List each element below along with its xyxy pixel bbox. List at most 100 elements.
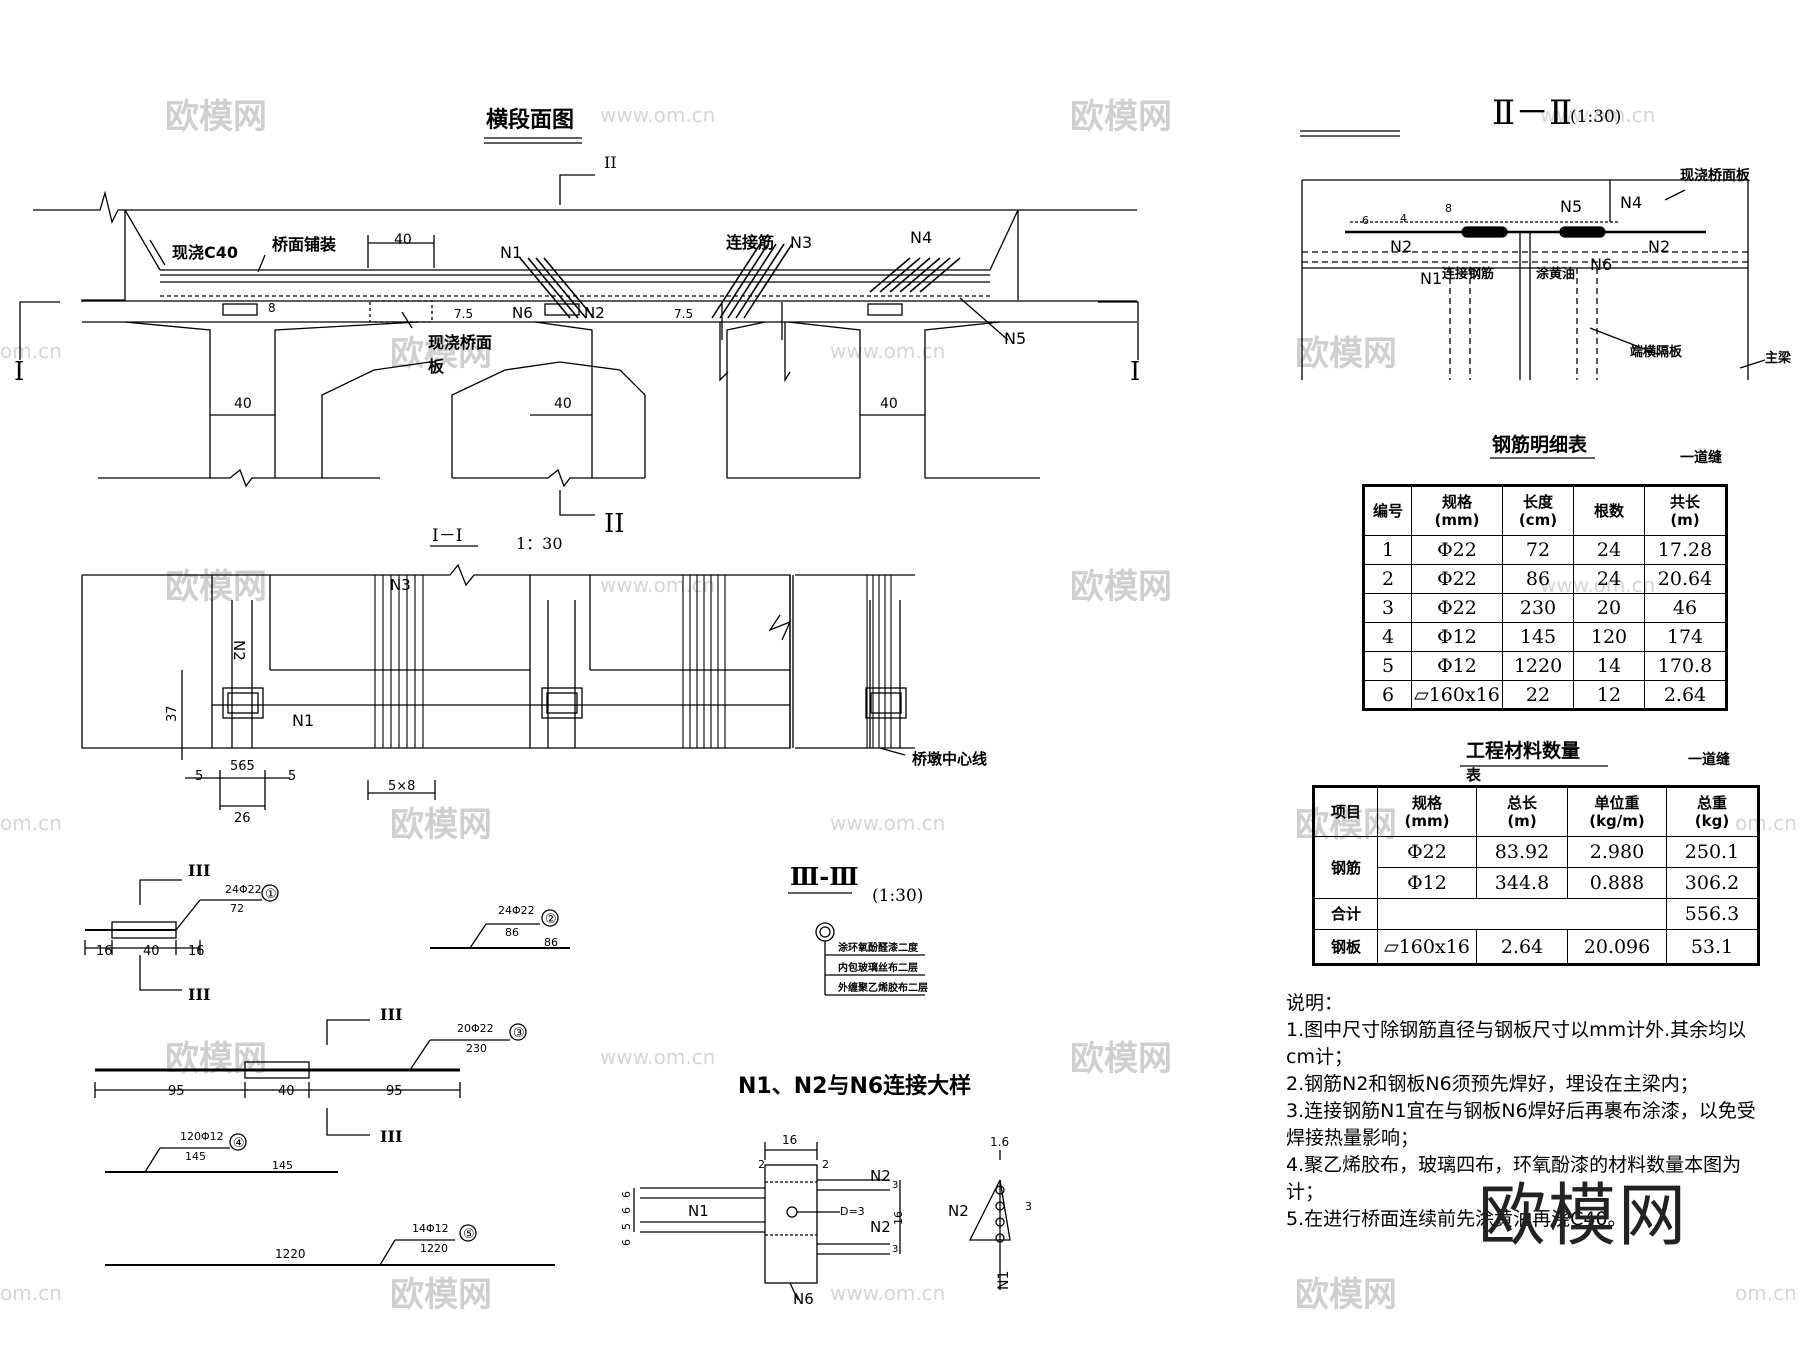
rebar-4-id: ④ bbox=[233, 1136, 245, 1151]
cell-plate-label: 钢板 bbox=[1313, 929, 1378, 965]
hdr-unit-weight: 单位重(kg/m) bbox=[1567, 786, 1667, 837]
cell: 46 bbox=[1644, 593, 1727, 623]
watermark-url: om.cn bbox=[0, 811, 62, 835]
rebar-2-base: 86 bbox=[544, 936, 558, 949]
note-item-2: 2.钢筋N2和钢板N6须预先焊好，埋设在主梁内； bbox=[1286, 1073, 1699, 1095]
dim-5x8: 5×8 bbox=[388, 779, 415, 794]
cell: 53.1 bbox=[1666, 929, 1759, 965]
hdr-item: 项目 bbox=[1313, 786, 1378, 837]
cell-total-label: 合计 bbox=[1313, 898, 1378, 930]
section-mark-I-right: I bbox=[1130, 357, 1140, 387]
section-II-scale: (1:30) bbox=[1570, 107, 1621, 127]
rebar-3-mark-top: III bbox=[380, 1005, 402, 1024]
cell: 170.8 bbox=[1644, 651, 1727, 681]
watermark-url: om.cn bbox=[1735, 1281, 1797, 1305]
section-II-title: Ⅱ－Ⅱ bbox=[1492, 93, 1572, 133]
note-item-1: 1.图中尺寸除钢筋直径与钢板尺寸以mm计外.其余均以cm计； bbox=[1286, 1019, 1747, 1068]
hdr-text: 项目 bbox=[1330, 803, 1361, 821]
hdr-length: 长度(cm) bbox=[1502, 485, 1574, 536]
dim-16-v: 16 bbox=[892, 1211, 905, 1225]
material-table-note: 一道缝 bbox=[1688, 751, 1730, 768]
watermark-url: om.cn bbox=[0, 339, 62, 363]
label-n1: N1 bbox=[292, 711, 314, 730]
section-II-view: Ⅱ－Ⅱ (1:30) bbox=[1300, 93, 1766, 380]
cell: 2.64 bbox=[1644, 680, 1727, 710]
cell: 20.096 bbox=[1567, 929, 1667, 965]
label-asphalt: 涂黄油 bbox=[1536, 266, 1575, 282]
cross-section-title: 横段面图 bbox=[486, 107, 574, 133]
dim-565: 565 bbox=[230, 759, 255, 774]
left-dim-3: 5 bbox=[620, 1223, 633, 1230]
side-dim-1-6: 1.6 bbox=[990, 1135, 1009, 1149]
dim-8: 8 bbox=[1445, 202, 1452, 215]
rebar-3-len: 230 bbox=[466, 1042, 487, 1055]
label-n1: N1 bbox=[688, 1202, 709, 1220]
section-mark-II-top: II bbox=[604, 153, 617, 172]
cell: 24 bbox=[1573, 564, 1645, 594]
rebar-table-header: 编号 规格(mm) 长度(cm) 根数 共长(m) bbox=[1363, 485, 1727, 536]
rebar-shapes-text: 24Φ22 72 ① III III 16 40 16 24Φ22 86 ② 8… bbox=[96, 861, 558, 1261]
side-n1: N1 bbox=[996, 1271, 1012, 1290]
dim-2-b: 2 bbox=[822, 1158, 829, 1171]
dim-40-c: 40 bbox=[880, 396, 898, 412]
hdr-text: 规格 bbox=[1411, 794, 1442, 812]
hdr-total-weight: 总重(kg) bbox=[1666, 786, 1759, 837]
dim-6: 6 bbox=[1362, 214, 1369, 227]
rebar-3-seg-3: 95 bbox=[386, 1084, 403, 1099]
table-titles: 钢筋明细表 一道缝 工程材料数量 表 一道缝 bbox=[1460, 433, 1730, 784]
watermark-url: www.om.cn bbox=[830, 811, 945, 835]
dim-2-a: 2 bbox=[758, 1158, 765, 1171]
section-I-scale: 1：30 bbox=[516, 534, 563, 553]
label-n1: N1 bbox=[1420, 269, 1442, 288]
section-I-view: Ⅰ－Ⅰ 1：30 bbox=[81, 526, 915, 810]
left-dim-4: 6 bbox=[620, 1239, 633, 1246]
hdr-unit: (mm) bbox=[1434, 511, 1480, 529]
watermark-url: www.om.cn bbox=[830, 339, 945, 363]
section-I-title: Ⅰ－Ⅰ bbox=[432, 526, 462, 546]
rebar-3-mark-bot: III bbox=[380, 1127, 402, 1146]
cell: 72 bbox=[1502, 535, 1574, 565]
watermark-brand: 欧模网 bbox=[1070, 567, 1172, 607]
dim-7-5-a: 7.5 bbox=[454, 307, 473, 321]
hdr-unit: (kg/m) bbox=[1589, 812, 1645, 830]
rebar-4-spec: 120Φ12 bbox=[180, 1130, 224, 1143]
cell: 12 bbox=[1573, 680, 1645, 710]
table-row-total: 合计 556.3 bbox=[1313, 898, 1759, 930]
note-item-5: 5.在进行桥面连续前先涂黄油再浇C40。 bbox=[1286, 1208, 1627, 1230]
label-n6: N6 bbox=[793, 1290, 814, 1308]
label-n5: N5 bbox=[1560, 197, 1582, 216]
hdr-spec: 规格(mm) bbox=[1377, 786, 1477, 837]
dim-37: 37 bbox=[165, 705, 180, 722]
hdr-total-len: 总长(m) bbox=[1476, 786, 1568, 837]
table-row: 钢筋 Φ22 83.92 2.980 250.1 bbox=[1313, 836, 1759, 899]
material-table-title: 工程材料数量 bbox=[1466, 739, 1580, 762]
notes-block: 说明： 1.图中尺寸除钢筋直径与钢板尺寸以mm计外.其余均以cm计； 2.钢筋N… bbox=[1286, 990, 1756, 1233]
dim-7-5-b: 7.5 bbox=[674, 307, 693, 321]
note-item-3: 3.连接钢筋N1宜在与钢板N6焊好后再裹布涂漆，以免受焊接热量影响； bbox=[1286, 1100, 1756, 1149]
cell: ▱160x16 bbox=[1411, 680, 1503, 710]
detail-text: 16 2 2 N2 N2 N1 N6 D=3 3 16 3 6 6 5 6 1.… bbox=[620, 1133, 1032, 1308]
label-n4: N4 bbox=[910, 228, 932, 247]
cell: 24 bbox=[1573, 535, 1645, 565]
cell: 145 bbox=[1502, 622, 1574, 652]
material-table-title-wrap: 表 bbox=[1466, 766, 1482, 784]
label-n3: N3 bbox=[390, 576, 411, 594]
rebar-2-len: 86 bbox=[505, 926, 519, 939]
rebar-1-id: ① bbox=[265, 887, 277, 902]
label-n2-top: N2 bbox=[870, 1167, 891, 1185]
note-item-4: 4.聚乙烯胶布，玻璃四布，环氧酚漆的材料数量本图为计； bbox=[1286, 1154, 1742, 1203]
watermark-url: www.om.cn bbox=[600, 103, 715, 127]
label-n1: N1 bbox=[500, 243, 522, 262]
section-II-text: 现浇桥面板 N5 N4 N2 N2 N6 N1 连接钢筋 涂黄油 端横隔板 主梁… bbox=[1362, 167, 1792, 366]
rebar-table-note: 一道缝 bbox=[1680, 449, 1722, 466]
hdr-unit: (m) bbox=[1507, 812, 1537, 830]
section-I-text: N3 N2 N1 37 桥墩中心线 5 565 5 26 5×8 bbox=[165, 576, 987, 826]
rebar-5-spec: 14Φ12 bbox=[412, 1222, 449, 1235]
dim-3-b: 3 bbox=[892, 1244, 898, 1255]
hdr-unit: (mm) bbox=[1404, 812, 1450, 830]
dim-3-a: 3 bbox=[892, 1180, 898, 1191]
cell: Φ22 bbox=[1411, 593, 1503, 623]
